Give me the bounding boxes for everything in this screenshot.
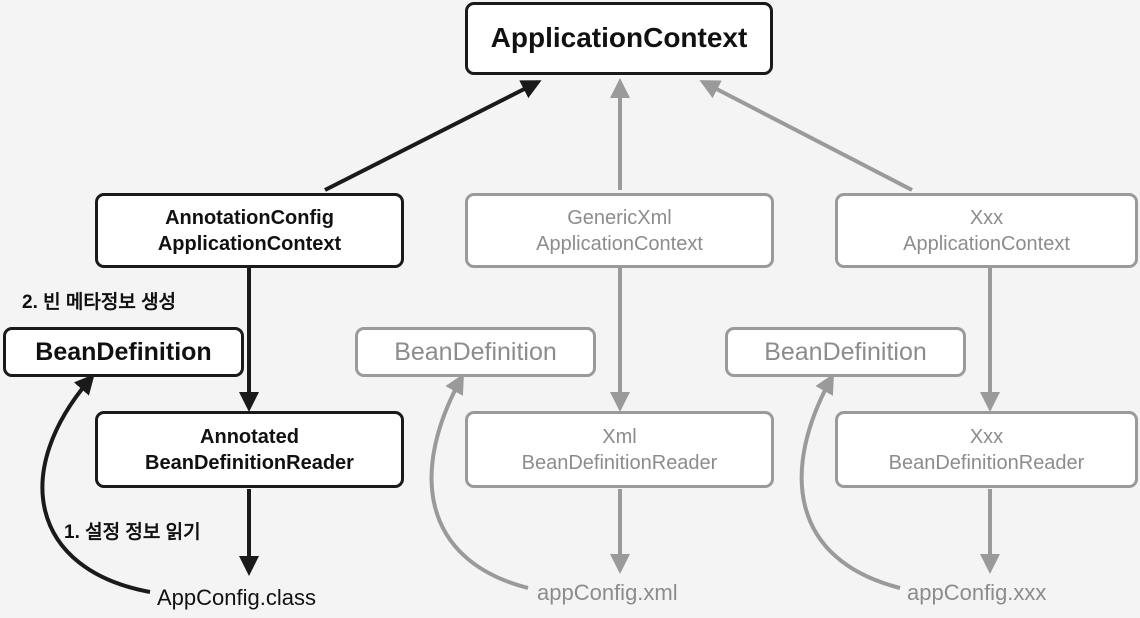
- reader-line-1: Annotated: [200, 425, 299, 448]
- arrow-source-to-beandefinition-1: [40, 373, 151, 594]
- xxx-reader-box: Xxx BeanDefinitionReader: [835, 411, 1138, 488]
- step2-label: 2. 빈 메타정보 생성: [22, 292, 177, 313]
- bean-definition-label-3: BeanDefinition: [764, 337, 927, 366]
- source-appconfig-xml: appConfig.xml: [537, 580, 678, 605]
- context-line-2: ApplicationContext: [157, 232, 342, 255]
- reader-line-1: Xml: [602, 425, 637, 448]
- context-line-1: GenericXml: [567, 206, 672, 229]
- bean-definition-label-1: BeanDefinition: [35, 337, 212, 366]
- xml-reader-box: Xml BeanDefinitionReader: [465, 411, 774, 488]
- genericxml-context-box: GenericXml ApplicationContext: [465, 193, 774, 268]
- reader-line-2: BeanDefinitionReader: [888, 451, 1085, 474]
- reader-line-1: Xxx: [969, 425, 1004, 448]
- context-line-2: ApplicationContext: [903, 232, 1070, 255]
- context-line-1: AnnotationConfig: [165, 206, 334, 229]
- source-appconfig-xxx: appConfig.xxx: [907, 580, 1047, 605]
- application-context-title: ApplicationContext: [490, 22, 748, 54]
- bean-definition-box-3: BeanDefinition: [725, 327, 966, 377]
- arrow-xxx-to-context: [699, 80, 913, 192]
- arrow-source-to-beandefinition-2: [429, 373, 529, 590]
- bean-definition-box-1: BeanDefinition: [3, 327, 244, 377]
- arrow-annotation-to-context: [324, 80, 542, 192]
- reader-line-2: BeanDefinitionReader: [521, 451, 718, 474]
- source-appconfig-class: AppConfig.class: [157, 585, 316, 610]
- application-context-box: ApplicationContext: [465, 2, 773, 75]
- reader-line-2: BeanDefinitionReader: [145, 451, 354, 474]
- bean-definition-box-2: BeanDefinition: [355, 327, 596, 377]
- xxx-context-box: Xxx ApplicationContext: [835, 193, 1138, 268]
- arrow-source-to-beandefinition-3: [799, 373, 901, 590]
- bean-definition-label-2: BeanDefinition: [394, 337, 557, 366]
- context-line-2: ApplicationContext: [536, 232, 703, 255]
- context-line-1: Xxx: [969, 206, 1004, 229]
- annotated-reader-box: Annotated BeanDefinitionReader: [95, 411, 404, 488]
- annotation-config-context-box: AnnotationConfig ApplicationContext: [95, 193, 404, 268]
- step1-label: 1. 설정 정보 읽기: [64, 522, 201, 543]
